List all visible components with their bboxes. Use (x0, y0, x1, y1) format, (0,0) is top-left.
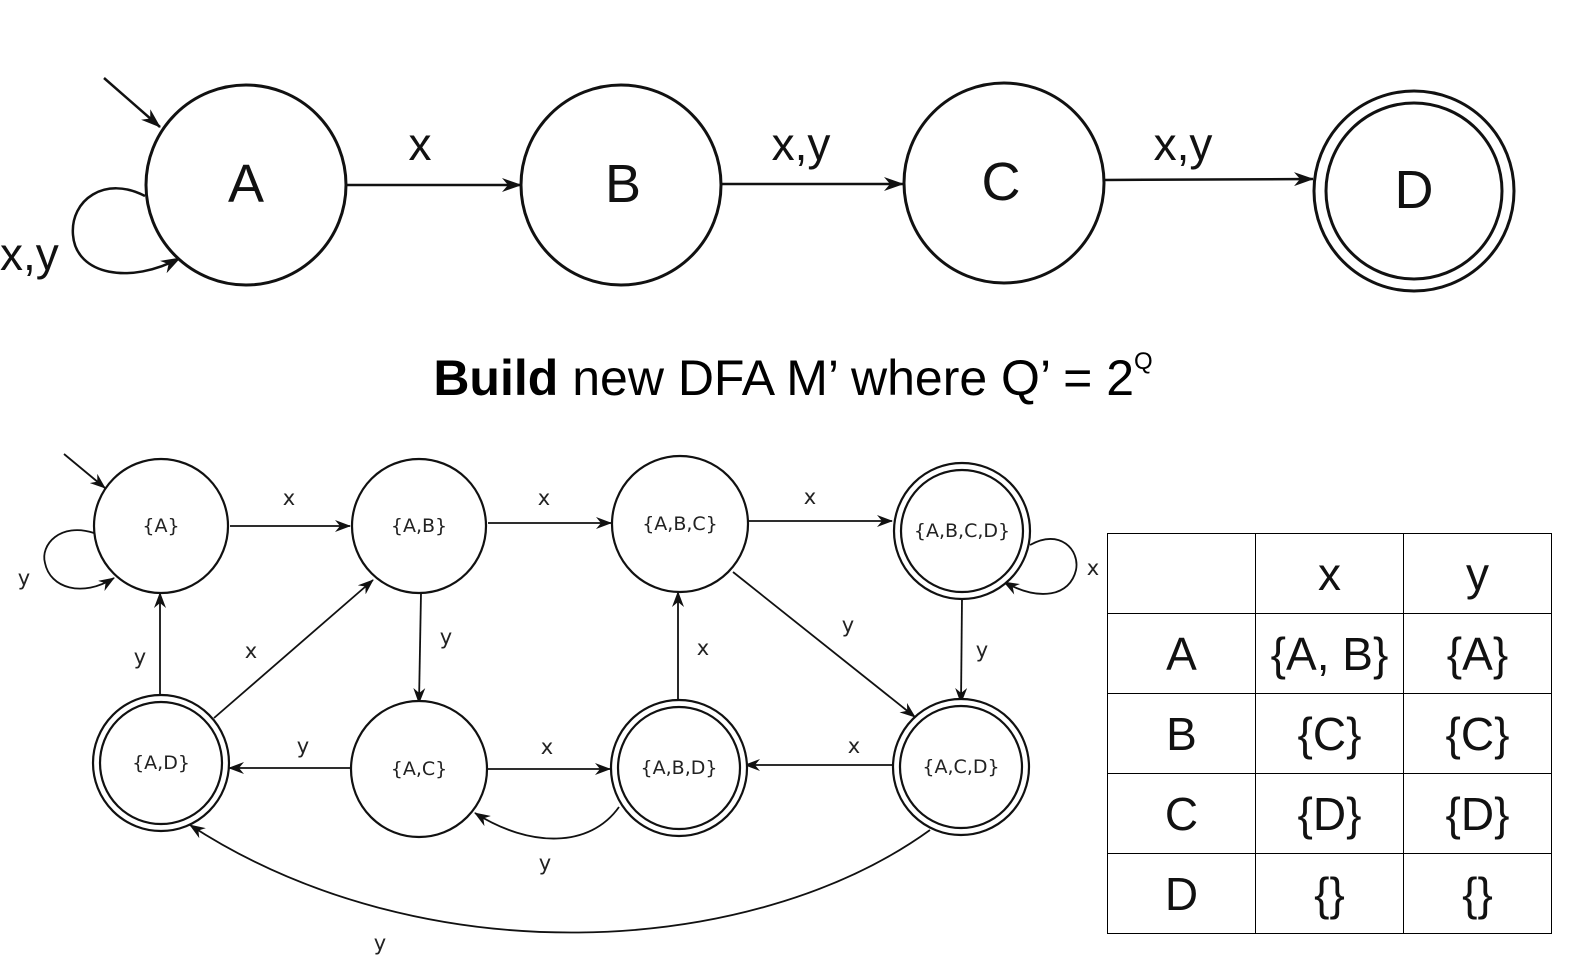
table-row: A {A, B} {A} (1107, 613, 1552, 694)
dfa-edge-label-AD-A: y (134, 645, 146, 669)
dfa-state-ABC: {A,B,C} (610, 454, 750, 594)
dfa-edge-label-ABC-ACD: y (842, 613, 854, 637)
nfa-state-B: B (519, 83, 723, 287)
table-cell: A (1107, 613, 1256, 694)
heading: Build new DFA M’ where Q’ = 2Q (0, 348, 1586, 407)
table-cell: {C} (1403, 693, 1552, 774)
table-cell: {D} (1255, 773, 1404, 854)
transition-table: x y A {A, B} {A} B {C} {C} C {D} {D} D {… (1107, 533, 1552, 934)
dfa-edge-label-ABC-ABCD: x (804, 485, 816, 509)
dfa-edge-AB-AC (413, 592, 426, 704)
table-cell: B (1107, 693, 1256, 774)
dfa-edge-label-AB-AC: y (440, 625, 452, 649)
table-cell: {A, B} (1255, 613, 1404, 694)
dfa-state-label: {A,B,C} (642, 513, 718, 535)
table-row: C {D} {D} (1107, 773, 1552, 854)
dfa-edge-A-A (43, 529, 115, 592)
nfa-state-label: A (228, 154, 264, 214)
dfa-state-ACD: {A,C,D} (891, 697, 1031, 837)
table-header-cell (1107, 533, 1256, 614)
table-cell: {} (1403, 853, 1552, 934)
dfa-edge-label-AB-ABC: x (538, 486, 550, 510)
dfa-edge-ABC-ACD (732, 571, 916, 718)
dfa-edge-label-ABD-ABC: x (697, 636, 709, 660)
dfa-edge-AD-AB (213, 579, 374, 719)
dfa-state-A: {A} (92, 457, 230, 595)
nfa-start-arrow (103, 77, 161, 128)
nfa-edge-label-A-B: x (409, 118, 432, 170)
dfa-state-AD: {A,D} (91, 693, 231, 833)
dfa-edge-label-ACD-ABD: x (848, 734, 860, 758)
dfa-edge-label-AD-AB: x (245, 639, 257, 663)
table-header-cell: y (1403, 533, 1552, 614)
dfa-edge-label-A-AB: x (283, 486, 295, 510)
dfa-state-label: {A,C} (391, 758, 447, 780)
dfa-edge-ABCD-ACD (955, 597, 968, 704)
dfa-state-ABD: {A,B,D} (609, 698, 749, 838)
dfa-state-ABCD: {A,B,C,D} (892, 461, 1032, 601)
table-cell: {C} (1255, 693, 1404, 774)
dfa-edge-ABD-AC (474, 806, 620, 840)
dfa-start-arrow (63, 453, 106, 489)
table-cell: D (1107, 853, 1256, 934)
dfa-state-label: {A,B,C,D} (914, 520, 1010, 542)
dfa-state-label: {A,D} (132, 752, 190, 774)
table-cell: {A} (1403, 613, 1552, 694)
nfa-diagram: x,y x x,y x,y A B C D (0, 77, 1516, 293)
nfa-edge-label-A-A: x,y (0, 228, 59, 280)
heading-rest: new DFA M’ where Q’ = 2 (558, 350, 1134, 406)
dfa-edge-label-ABCD-ACD: y (976, 638, 988, 662)
nfa-edge-label-C-D: x,y (1154, 118, 1213, 170)
heading-bold: Build (433, 350, 559, 406)
dfa-diagram: y x x x x y y y y x x y x x y (18, 453, 1099, 955)
table-cell: {} (1255, 853, 1404, 934)
dfa-state-label: {A,B} (391, 515, 447, 537)
nfa-edge-A-A (71, 187, 181, 275)
nfa-edge-C-D (1102, 172, 1314, 187)
dfa-state-AB: {A,B} (350, 457, 488, 595)
table-header-cell: x (1255, 533, 1404, 614)
dfa-edge-label-AC-AD: y (297, 734, 309, 758)
nfa-state-label: C (982, 152, 1021, 212)
dfa-state-label: {A,B,D} (641, 757, 718, 779)
dfa-state-label: {A,C,D} (922, 756, 999, 778)
nfa-state-C: C (902, 81, 1106, 285)
nfa-edge-label-B-C: x,y (772, 118, 831, 170)
dfa-state-AC: {A,C} (349, 699, 489, 839)
table-row: B {C} {C} (1107, 693, 1552, 774)
dfa-edge-label-A-A: y (18, 566, 30, 590)
nfa-state-D: D (1312, 89, 1516, 293)
table-cell: C (1107, 773, 1256, 854)
nfa-state-A: A (144, 83, 348, 287)
nfa-state-label: D (1395, 160, 1434, 220)
heading-superscript: Q (1134, 348, 1153, 375)
dfa-edge-label-ACD-AD: y (374, 931, 386, 955)
dfa-edge-label-ABD-AC: y (539, 851, 551, 875)
table-row: D {} {} (1107, 853, 1552, 934)
table-header-row: x y (1107, 533, 1552, 614)
dfa-state-label: {A} (142, 515, 179, 537)
table-cell: {D} (1403, 773, 1552, 854)
dfa-edge-ACD-AD (189, 824, 931, 934)
dfa-edge-ABCD-ABCD (1003, 538, 1078, 595)
dfa-edge-label-ABCD-ABCD: x (1087, 556, 1099, 580)
nfa-state-label: B (605, 154, 641, 214)
dfa-edge-label-AC-ABD: x (541, 735, 553, 759)
